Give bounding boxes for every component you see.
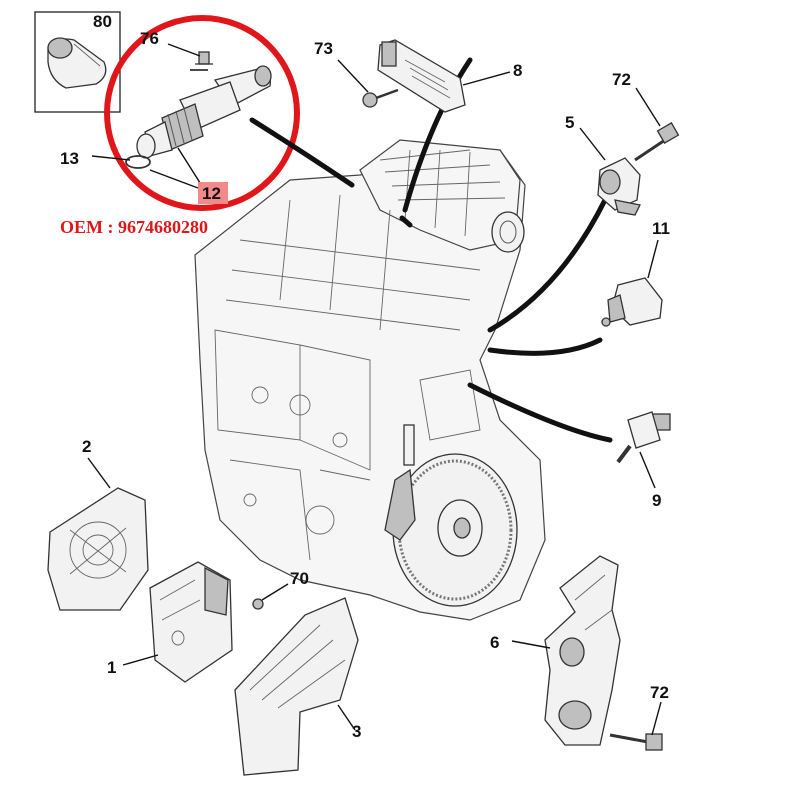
callout-9: 9 — [652, 491, 661, 510]
callout-72-bottom: 72 — [650, 683, 669, 702]
engine-block-illustration — [194, 139, 546, 621]
callout-5: 5 — [565, 113, 574, 132]
callout-3: 3 — [352, 722, 361, 741]
bolt-73-illustration — [362, 88, 399, 108]
solenoid-valve-illustration — [125, 65, 272, 169]
part-9-temp-sensor: 9 — [616, 411, 671, 510]
part-2-ecu-bracket: 2 — [47, 437, 149, 611]
part-3-heat-shield: 3 — [234, 597, 361, 776]
callout-12: 12 — [202, 184, 221, 203]
callout-11: 11 — [652, 219, 670, 238]
part-6-support-bracket: 6 72 — [490, 555, 669, 751]
bolt-72-bottom-illustration — [609, 733, 663, 751]
inset-box-part-80: 80 — [34, 11, 121, 113]
callout-12-tag — [198, 182, 228, 204]
highlighted-solenoid-group: 76 13 12 — [60, 15, 300, 211]
sleeve-part-illustration — [47, 37, 107, 89]
wiring-harness — [249, 57, 613, 443]
part-5-knock-sensor: 5 72 — [565, 70, 680, 216]
callout-80: 80 — [93, 12, 112, 31]
flywheel-illustration — [392, 453, 518, 607]
callout-76: 76 — [140, 29, 159, 48]
highlight-circle — [104, 15, 300, 211]
callout-8: 8 — [513, 61, 522, 80]
callout-72-top: 72 — [612, 70, 631, 89]
part-8-sensor: 73 8 — [314, 39, 522, 113]
bolt-72-top-illustration — [634, 122, 680, 162]
oem-number-label: OEM : 9674680280 — [60, 217, 208, 237]
part-1-ecu-module: 1 — [107, 561, 233, 683]
bolt-76-illustration — [195, 51, 213, 65]
callout-6: 6 — [490, 633, 499, 652]
part-11-sensor: 11 — [601, 219, 670, 327]
callout-13: 13 — [60, 149, 79, 168]
callout-1: 1 — [107, 658, 116, 677]
part-70-nut: 70 — [252, 569, 309, 610]
callout-2: 2 — [82, 437, 91, 456]
callout-73: 73 — [314, 39, 333, 58]
callout-70: 70 — [290, 569, 309, 588]
